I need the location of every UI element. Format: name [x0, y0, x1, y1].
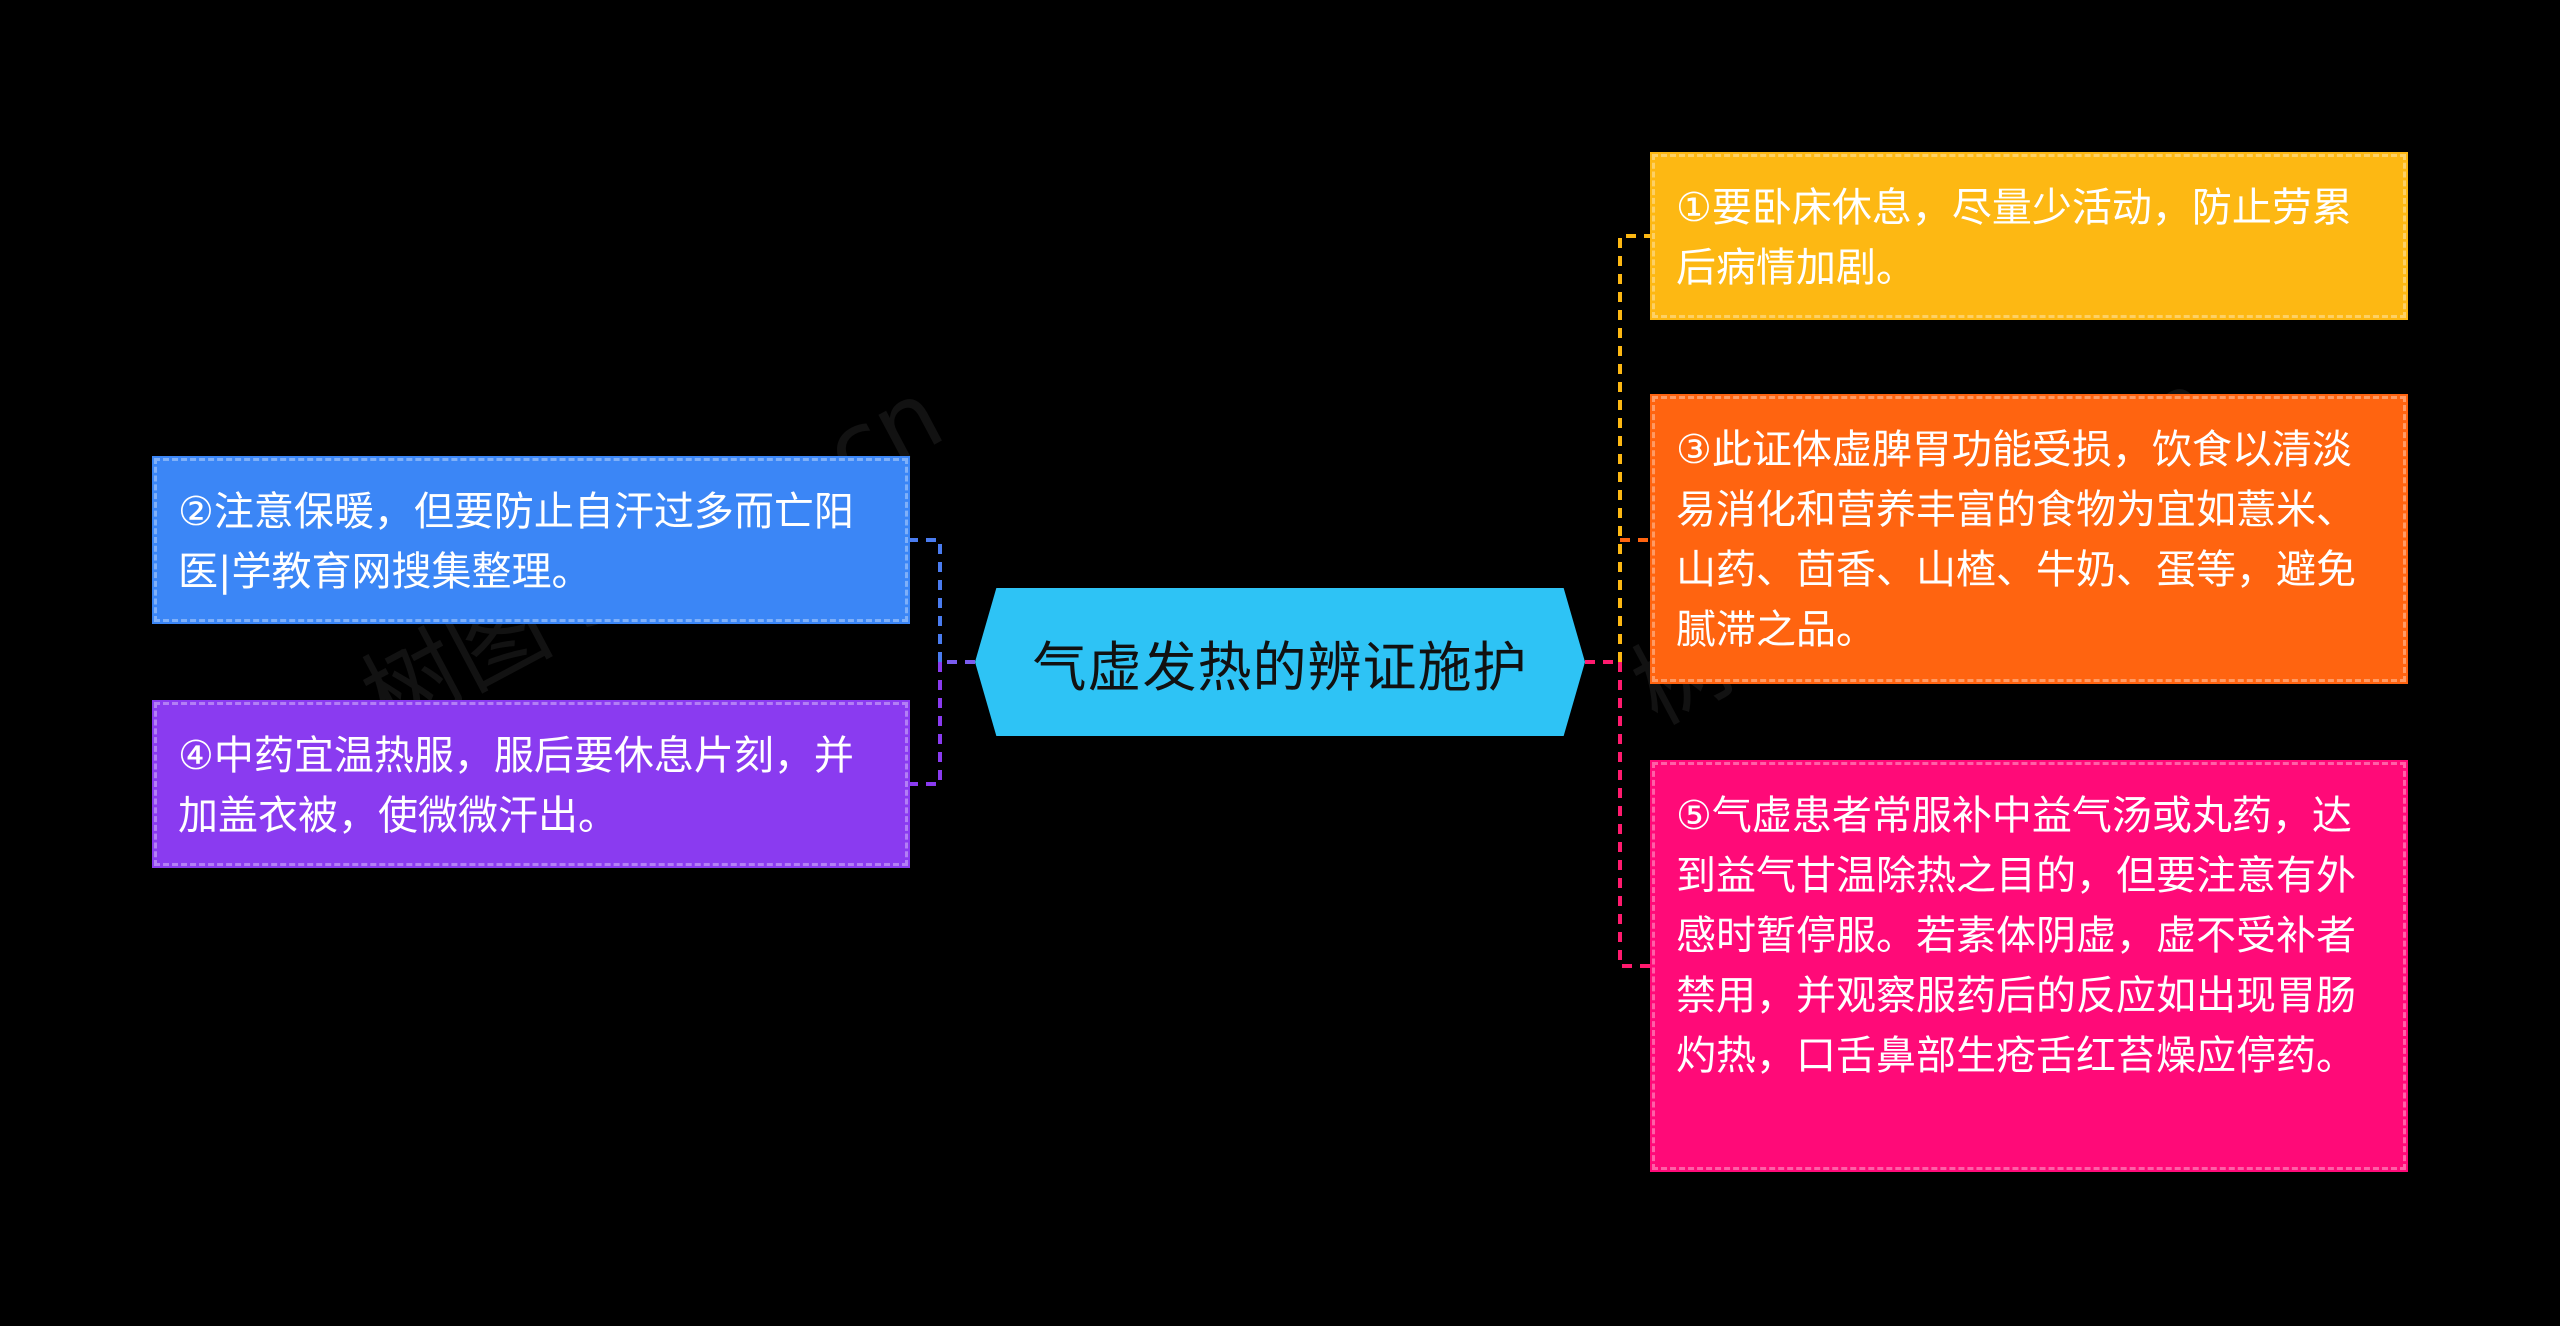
topic-node-5-text: ⑤气虚患者常服补中益气汤或丸药，达到益气甘温除热之目的，但要注意有外感时暂停服。…	[1676, 793, 2356, 1079]
connector-to-t4	[910, 662, 942, 786]
central-topic[interactable]: 气虚发热的辨证施护	[975, 588, 1585, 736]
connector-to-t2	[910, 538, 942, 662]
topic-node-3-text: ③此证体虚脾胃功能受损，饮食以清淡易消化和营养丰富的食物为宜如薏米、山药、茴香、…	[1676, 427, 2356, 653]
topic-node-2-text: ②注意保暖，但要防止自汗过多而亡阳医|学教育网搜集整理。	[178, 489, 854, 595]
topic-node-3[interactable]: ③此证体虚脾胃功能受损，饮食以清淡易消化和营养丰富的食物为宜如薏米、山药、茴香、…	[1650, 394, 2408, 684]
topic-node-4-text: ④中药宜温热服，服后要休息片刻，并加盖衣被，使微微汗出。	[178, 733, 854, 839]
topic-node-2[interactable]: ②注意保暖，但要防止自汗过多而亡阳医|学教育网搜集整理。	[152, 456, 910, 624]
topic-node-1-text: ①要卧床休息，尽量少活动，防止劳累后病情加剧。	[1676, 185, 2352, 291]
topic-node-5[interactable]: ⑤气虚患者常服补中益气汤或丸药，达到益气甘温除热之目的，但要注意有外感时暂停服。…	[1650, 760, 2408, 1172]
connector-to-t1	[1618, 234, 1650, 662]
topic-node-1[interactable]: ①要卧床休息，尽量少活动，防止劳累后病情加剧。	[1650, 152, 2408, 320]
central-topic-label: 气虚发热的辨证施护	[1032, 635, 1528, 699]
topic-node-4[interactable]: ④中药宜温热服，服后要休息片刻，并加盖衣被，使微微汗出。	[152, 700, 910, 868]
connector-to-t5	[1618, 662, 1650, 968]
